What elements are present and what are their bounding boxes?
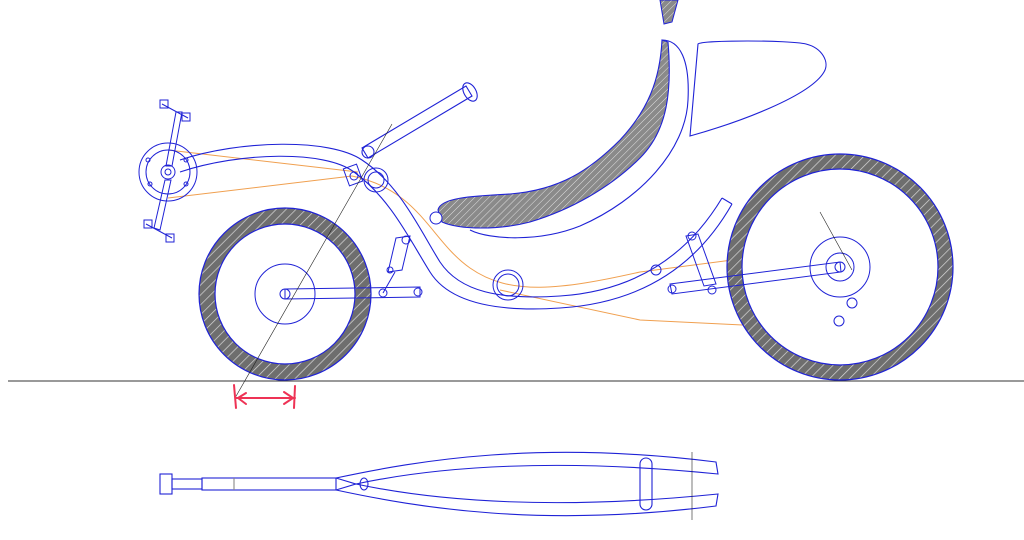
rear-swingarm [650,231,842,295]
handlebar [361,82,478,159]
main-frame [179,143,733,310]
seat [429,39,689,239]
top-view [159,451,719,520]
headrest [659,0,679,25]
front-suspension [284,235,423,300]
construction-lines [234,123,853,399]
crankset [138,99,198,243]
top-view-frame-lower [335,483,719,517]
dimension-arrow-icon [233,384,296,409]
headtube [342,163,389,193]
idler-pulley [492,269,524,301]
top-view-crank [159,473,173,495]
top-view-frame-upper [335,451,719,485]
tail-box [689,40,827,137]
top-view-seat-mount [639,457,653,511]
